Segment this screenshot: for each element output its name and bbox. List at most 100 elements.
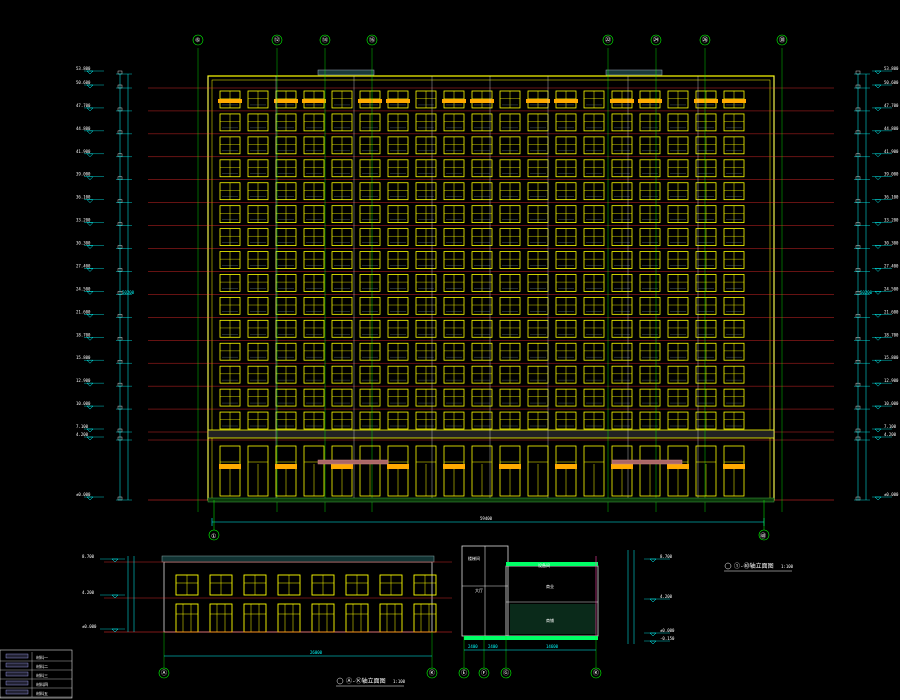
small-dimension-text: 26000	[310, 650, 323, 655]
level-text: 33.200	[76, 218, 91, 223]
balcony-band	[386, 99, 410, 103]
main-elevation	[148, 48, 834, 512]
level-text: 7.100	[884, 424, 897, 429]
level-text: 50.600	[884, 80, 899, 85]
level-text: ±0.000	[884, 492, 899, 497]
shop-sign-band	[611, 464, 633, 469]
balcony-band	[722, 99, 746, 103]
level-text: 30.300	[884, 241, 899, 246]
entrance-canopy	[317, 459, 389, 465]
balcony-band	[638, 99, 662, 103]
balcony-band	[554, 99, 578, 103]
top-axis-label: ⑫	[274, 36, 280, 44]
section-axis-bubble	[478, 667, 490, 679]
level-text: 15.800	[76, 355, 91, 360]
section-ground-slab	[464, 636, 598, 640]
balcony-band	[218, 99, 242, 103]
section-axis-bubble	[458, 667, 470, 679]
top-axis-label: ㉔	[653, 36, 659, 44]
main-bottom-axis-2-label: ㊵	[760, 532, 766, 540]
section-roof-slab	[506, 562, 598, 566]
small-elevation-scale: 1:100	[393, 679, 406, 684]
legend-swatch	[5, 680, 29, 686]
shop-sign-band	[443, 464, 465, 469]
top-axis-label: ㉖	[702, 36, 708, 44]
top-axis-label: ⑭	[322, 36, 328, 44]
level-overall-dim: 50200	[860, 290, 873, 295]
level-text: 12.900	[884, 378, 899, 383]
level-text: 36.100	[884, 195, 899, 200]
balcony-band	[694, 99, 718, 103]
section-room-label: 大厅	[475, 587, 483, 593]
top-axis-bubble	[699, 34, 711, 46]
section-room-label: 楼梯间	[468, 555, 480, 561]
top-axis-bubble	[192, 34, 204, 46]
small-elevation-title-block: Ⓐ-Ⓚ轴立面图 1:100	[336, 677, 406, 687]
level-text: 41.900	[884, 149, 899, 154]
level-text: 21.600	[884, 309, 899, 314]
legend-frame	[0, 649, 73, 699]
level-text: 10.000	[76, 401, 91, 406]
level-text: 10.000	[884, 401, 899, 406]
section-level-text: 4.200	[660, 594, 673, 599]
level-text: 12.900	[76, 378, 91, 383]
section-axis-label: Ⓚ	[593, 669, 599, 677]
legend-row-text: 材料三	[36, 672, 48, 678]
section-room-label: 商铺	[546, 617, 554, 623]
shop-sign-band	[667, 464, 689, 469]
balcony-band	[526, 99, 550, 103]
level-text: 50.600	[76, 80, 91, 85]
section-level-text: -0.150	[660, 636, 675, 641]
shop-sign-band	[331, 464, 353, 469]
main-elevation-title-block: ①-㊵轴立面图 1:100	[724, 562, 794, 572]
main-overall-dimension-text: 59400	[480, 516, 493, 521]
level-text: 47.700	[884, 103, 899, 108]
balcony-band	[470, 99, 494, 103]
legend-swatch	[5, 662, 29, 668]
level-text: 36.100	[76, 195, 91, 200]
section-level-text: ±0.000	[660, 628, 675, 633]
level-text: 4.200	[884, 432, 897, 437]
balcony-band	[358, 99, 382, 103]
level-text: 39.000	[76, 172, 91, 177]
section-hatch	[510, 604, 596, 634]
level-text: 53.800	[884, 66, 899, 71]
balcony-band	[274, 99, 298, 103]
top-axis-bubble	[319, 34, 331, 46]
section-room-label: 商业	[546, 583, 554, 589]
legend-swatch	[5, 689, 29, 695]
section-axis-bubble	[500, 667, 512, 679]
section-room-label: 设备间	[538, 562, 550, 568]
ground-base	[207, 497, 775, 503]
level-text: 27.400	[884, 263, 899, 268]
level-text: 39.000	[884, 172, 899, 177]
level-text: 4.200	[76, 432, 89, 437]
podium-cornice	[207, 429, 775, 439]
small-elevation-title: Ⓐ-Ⓚ轴立面图	[346, 677, 386, 685]
small-axis-bubble	[158, 667, 170, 679]
level-text: 44.800	[884, 126, 899, 131]
left-elevation-marks: 53.80050.60047.70044.80041.90039.00036.1…	[76, 66, 135, 501]
right-elevation-marks: 53.800 50.600 47.700 44.800 41.900 39.000 36.1…	[854, 66, 899, 501]
level-text: 53.800	[76, 66, 91, 71]
main-bottom-axis-1: ①	[208, 500, 220, 541]
level-text: 47.700	[76, 103, 91, 108]
legend-swatch	[5, 653, 29, 659]
top-axis-label: ㉚	[779, 36, 785, 44]
small-level-text: ±0.000	[82, 624, 97, 629]
section-dimension-text: 14600	[546, 644, 559, 649]
level-text: 41.900	[76, 149, 91, 154]
roof-cap-right	[605, 69, 663, 76]
level-text: ±0.000	[76, 492, 91, 497]
level-text: 7.100	[76, 424, 89, 429]
section-axis-label: Ⓕ	[481, 669, 487, 677]
level-text: 15.800	[884, 355, 899, 360]
entrance-canopy	[611, 459, 683, 465]
top-axis-bubble	[776, 34, 788, 46]
legend-swatch	[5, 671, 29, 677]
balcony-band	[442, 99, 466, 103]
